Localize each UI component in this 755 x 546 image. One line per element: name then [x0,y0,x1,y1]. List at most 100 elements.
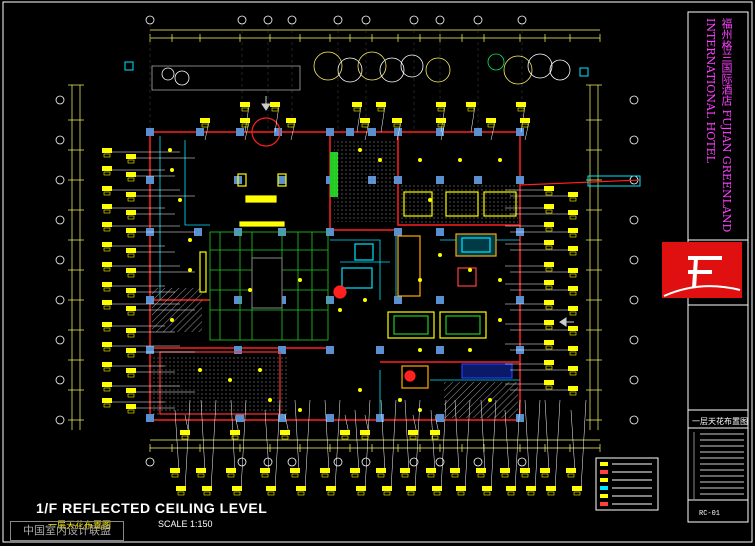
fixture-tag-base [127,333,135,338]
light-fixture [458,158,462,162]
light-fixture [418,158,422,162]
leader-line [210,399,217,491]
light-fixture [178,198,182,202]
leader-line [364,399,371,491]
grid-bubble [55,375,65,385]
column [346,128,354,136]
fixture-tag-base [545,191,553,196]
leader-line [294,399,300,473]
fixture-tag-base [103,327,111,332]
column [474,176,482,184]
fixture-tag-base [477,473,485,478]
fixture-tag-base [383,491,391,496]
leader-line [514,399,521,491]
leader-line [174,409,180,473]
column [436,296,444,304]
fixture-tag [476,468,486,473]
grid-bubble [55,95,65,105]
grid-bubble [55,175,65,185]
fixture-tag [500,468,510,473]
fixture-tag-base [569,391,577,396]
light-fixture [248,288,252,292]
fixture-tag [260,468,270,473]
fixture-tag [450,468,460,473]
leader-line [544,399,550,473]
column [326,346,334,354]
fixture-tag [102,362,112,367]
fixture-tag [102,242,112,247]
fixture-tag [526,486,536,491]
light-fixture [498,158,502,162]
fixture-tag [102,382,112,387]
fixture-tag-base [103,209,111,214]
light-fixture [428,198,432,202]
fixture-tag [352,102,362,107]
partition-lines [159,136,520,420]
fixture-tag [102,166,112,171]
arrow-left-icon [559,317,574,327]
fixture-tag-base [437,123,445,128]
fixture-tag [280,430,290,435]
fixture-tag-base [271,107,279,112]
grid-bubble [629,135,639,145]
column [146,414,154,422]
column [516,414,524,422]
fixture-tag [568,366,578,371]
leader-line [454,399,460,473]
fixture-tag-base [431,435,439,440]
fixture-tag-base [103,387,111,392]
fixture-tag [126,192,136,197]
fixture-tag [356,486,366,491]
fixture-tag [544,380,554,385]
fixture-tag-base [573,491,581,496]
fixture-tag-base [569,273,577,278]
leader-line [490,399,497,491]
column [196,128,204,136]
grid-ceiling-left [209,231,329,341]
fixture-tag-base [545,325,553,330]
column [436,228,444,236]
column [278,346,286,354]
fixture-tag [296,486,306,491]
grid-bubble [473,457,483,467]
fixture-tag [126,404,136,409]
fixture-tag-base [569,311,577,316]
light-fixture [188,268,192,272]
fixture-tag-base [227,473,235,478]
fixture-tag-base [521,473,529,478]
fixture-tag [102,222,112,227]
leader-line [354,409,360,473]
fixture-tag [126,172,136,177]
drawing-subtitle: 一层天花布置图 [48,521,112,531]
leader-line [274,399,281,491]
fixture-tag-base [103,153,111,158]
leader-line [480,399,486,473]
fixture-tag-base [483,491,491,496]
grid-bubble [237,457,247,467]
light-fixture [198,368,202,372]
grid-bubble [629,255,639,265]
fixture-tag [430,430,440,435]
leader-line [204,121,210,141]
drawing-scale: SCALE 1:150 [158,519,213,529]
fixture-tag [360,430,370,435]
fixture-tag [126,328,136,333]
fixture-tag [426,468,436,473]
fixture-tag [102,204,112,209]
fixture-tag-base [103,347,111,352]
leader-line [440,399,447,491]
light-fixture [170,318,174,322]
fixture-tag [102,262,112,267]
fixture-tag-base [327,491,335,496]
light-fixture [488,398,492,402]
leader-line [274,105,280,133]
fixture-tag-base [127,215,135,220]
column [326,414,334,422]
leader-line [440,121,446,141]
fixture-tag-base [545,345,553,350]
fixture-tag-base [401,473,409,478]
fixture-tag-base [569,251,577,256]
column [234,346,242,354]
leader-line [554,399,561,491]
fixture-tag [456,486,466,491]
